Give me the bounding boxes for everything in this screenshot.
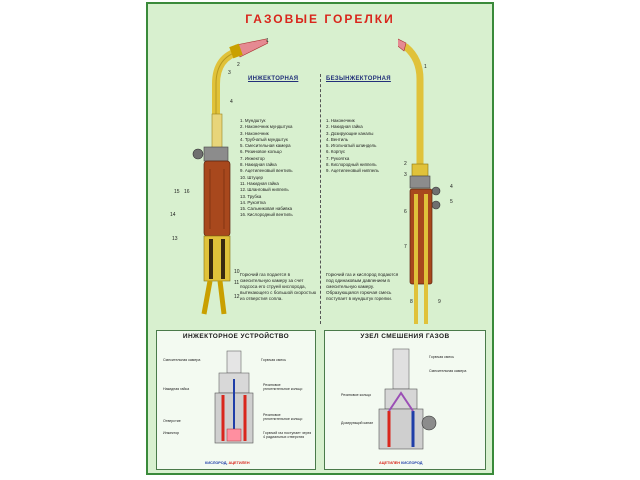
injector-callout: 10 xyxy=(234,269,240,275)
injector-part: 6. Резиновое кольцо xyxy=(240,149,282,155)
injectorless-parts-list: 1. Наконечник 2. Накидная гайка 3. Дозир… xyxy=(326,118,379,175)
mixing-unit-title: УЗЕЛ СМЕШЕНИЯ ГАЗОВ xyxy=(360,333,450,340)
injector-torch-valve-knob xyxy=(192,148,204,160)
injector-parts-list: 1. Мундштук 2. Наконечник мундштука 3. Н… xyxy=(240,118,293,219)
injectorless-torch-tube xyxy=(402,43,424,168)
injector-torch-nipples xyxy=(201,280,227,315)
mixing-unit-panel: УЗЕЛ СМЕШЕНИЯ ГАЗОВ Горючая смесь Смесит… xyxy=(324,330,486,470)
injector-device-label: Смесительная камера xyxy=(163,358,201,362)
injector-device-panel: ИНЖЕКТОРНОЕ УСТРОЙСТВО Смесительная каме… xyxy=(156,330,316,470)
legend-oxygen: КИСЛОРОД, xyxy=(205,461,228,465)
injector-device-label: Отверстие xyxy=(163,419,181,423)
legend-acetylene: АЦЕТИЛЕН xyxy=(379,461,401,465)
injector-part: 7. Инжектор xyxy=(240,155,265,161)
injector-part: 5. Смесительная камера xyxy=(240,143,291,149)
injector-device-label: Резиновое уплотнительное кольцо xyxy=(263,383,303,392)
injector-part: 15. Сальниковая набивка xyxy=(240,206,293,212)
injector-torch-illustration xyxy=(192,38,268,315)
injectorless-torch-handle xyxy=(409,188,433,285)
injectorless-callout: 7 xyxy=(404,244,407,250)
injectorless-callout: 2 xyxy=(404,161,407,167)
injectorless-torch-illustration xyxy=(398,38,441,324)
injector-callout: 4 xyxy=(230,99,233,105)
injector-part: 11. Накидная гайка xyxy=(240,180,279,186)
injector-device-label: Резиновое уплотнительное кольцо xyxy=(263,413,303,422)
injectorless-part: 1. Наконечник xyxy=(326,118,355,123)
injectorless-part: 2. Накидная гайка xyxy=(326,124,363,130)
injectorless-callout: 1 xyxy=(424,64,427,70)
injector-part: 12. Шланговый ниппель xyxy=(240,187,289,193)
injector-callout: 2 xyxy=(237,62,240,68)
injectorless-callout: 8 xyxy=(410,299,413,305)
injector-callout: 1 xyxy=(266,38,269,44)
injectorless-callout: 9 xyxy=(438,299,441,305)
injector-part: 14. Рукоятка xyxy=(240,199,266,205)
injectorless-part: 4. Вентиль xyxy=(326,136,348,142)
injector-torch-tube xyxy=(212,47,244,118)
injector-callout: 11 xyxy=(234,280,240,286)
injectorless-part: 3. Дозирующие каналы xyxy=(326,130,374,136)
injector-device-label: Накидная гайка xyxy=(163,387,190,391)
injector-description: Горючий газ подается в смесительную каме… xyxy=(240,272,317,301)
poster: ГАЗОВЫЕ ГОРЕЛКИ 1 2 3 4 14 15 16 13 10 1… xyxy=(146,2,494,475)
injector-callout: 3 xyxy=(228,70,231,76)
injector-device-title: ИНЖЕКТОРНОЕ УСТРОЙСТВО xyxy=(182,333,290,340)
injector-part: 9. Ацетиленовый вентиль xyxy=(240,168,293,174)
injector-callout: 12 xyxy=(234,294,240,300)
injector-part: 2. Наконечник мундштука xyxy=(240,124,293,130)
injectorless-heading: БЕЗЫНЖЕКТОРНАЯ xyxy=(326,76,391,82)
injector-part: 13. Трубка xyxy=(240,193,262,199)
injectorless-part: 9. Ацетиленовый ниппель xyxy=(326,168,379,174)
injector-callout: 14 xyxy=(170,212,176,218)
injector-part: 16. Кислородный вентиль xyxy=(240,212,293,218)
injector-device-label: Горючий газ поступает через 4 радиальных… xyxy=(263,431,312,440)
mixing-unit-illustration xyxy=(378,348,437,450)
injector-device-label: Горючая смесь xyxy=(261,358,287,362)
mixing-unit-label: Дозирующий канал xyxy=(341,421,374,425)
injectorless-callout: 4 xyxy=(450,184,453,190)
injectorless-callout: 3 xyxy=(404,172,407,178)
injectorless-part: 7. Рукоятка xyxy=(326,155,350,161)
mixing-unit-label: Резиновое кольцо xyxy=(341,393,372,397)
column-divider xyxy=(320,74,321,324)
injector-callout: 15 xyxy=(174,189,180,195)
injector-torch-handle xyxy=(203,160,231,237)
poster-title: ГАЗОВЫЕ ГОРЕЛКИ xyxy=(245,12,395,26)
injector-part: 10. Штуцер xyxy=(240,174,263,180)
injector-part: 8. Накидная гайка xyxy=(240,162,277,168)
injector-callout: 13 xyxy=(172,236,178,242)
injector-part: 1. Мундштук xyxy=(240,118,266,123)
injector-callout: 16 xyxy=(184,189,190,195)
injectorless-callout: 5 xyxy=(450,199,453,205)
mixing-unit-legend: АЦЕТИЛЕН КИСЛОРОД xyxy=(379,461,423,465)
injector-part: 3. Наконечник xyxy=(240,130,269,136)
legend-acetylene: АЦЕТИЛЕН xyxy=(228,461,250,465)
injector-device-legend: КИСЛОРОД, АЦЕТИЛЕН xyxy=(205,461,250,465)
injectorless-part: 5. Игольчатый шпиндель xyxy=(326,143,377,149)
injectorless-callout: 6 xyxy=(404,209,407,215)
injector-device-illustration xyxy=(214,350,254,444)
mixing-unit-label: Смесительная камера xyxy=(429,369,467,373)
legend-oxygen: КИСЛОРОД xyxy=(401,461,423,465)
injectorless-part: 6. Корпус xyxy=(326,149,346,155)
injectorless-description: Горючий газ и кислород подаются под один… xyxy=(326,272,399,301)
injectorless-part: 8. Кислородный ниппель xyxy=(326,162,377,168)
injector-part: 4. Трубчатый мундштук xyxy=(240,136,288,142)
injector-device-label: Инжектор xyxy=(163,431,180,435)
injectorless-torch-valve-knob xyxy=(431,186,441,196)
mixing-unit-label: Горючая смесь xyxy=(429,355,455,359)
injectorless-torch-nozzle xyxy=(398,38,407,52)
injector-heading: ИНЖЕКТОРНАЯ xyxy=(248,76,299,82)
